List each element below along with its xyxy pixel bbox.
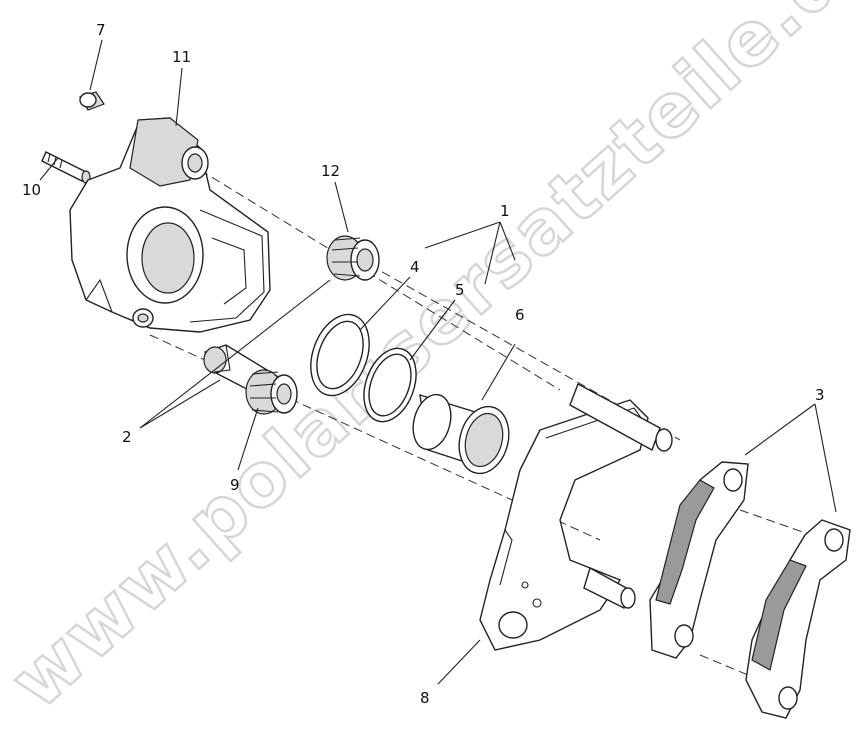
callout-7: 7 <box>96 21 106 39</box>
callout-11: 11 <box>172 48 191 66</box>
callout-10: 10 <box>22 181 41 199</box>
piston-part-6 <box>412 393 510 475</box>
brake-pad-lower-part-3 <box>745 519 851 719</box>
axis-line-pads-lower <box>699 654 761 681</box>
callout-4: 4 <box>410 258 420 276</box>
bracket-part-8 <box>479 383 673 651</box>
callout-5: 5 <box>455 281 465 299</box>
seal-ring-part-5 <box>363 347 417 423</box>
caliper-housing-part-11 <box>69 117 271 333</box>
callout-9: 9 <box>230 476 240 494</box>
brake-pad-upper-part-3 <box>649 461 749 659</box>
callout-1: 1 <box>500 202 510 220</box>
seal-ring-part-4 <box>310 313 370 397</box>
callout-3: 3 <box>815 386 825 404</box>
callout-6: 6 <box>515 306 525 324</box>
callout-12: 12 <box>321 162 340 180</box>
axis-line-upper <box>199 169 561 391</box>
callout-8: 8 <box>420 689 430 707</box>
boot-part-12 <box>326 235 380 281</box>
boot-part-9 <box>245 369 298 415</box>
bleeder-screw-part-10 <box>41 151 91 184</box>
leader-lines <box>39 39 837 685</box>
cap-part-7 <box>79 91 105 111</box>
callout-2: 2 <box>122 428 132 446</box>
